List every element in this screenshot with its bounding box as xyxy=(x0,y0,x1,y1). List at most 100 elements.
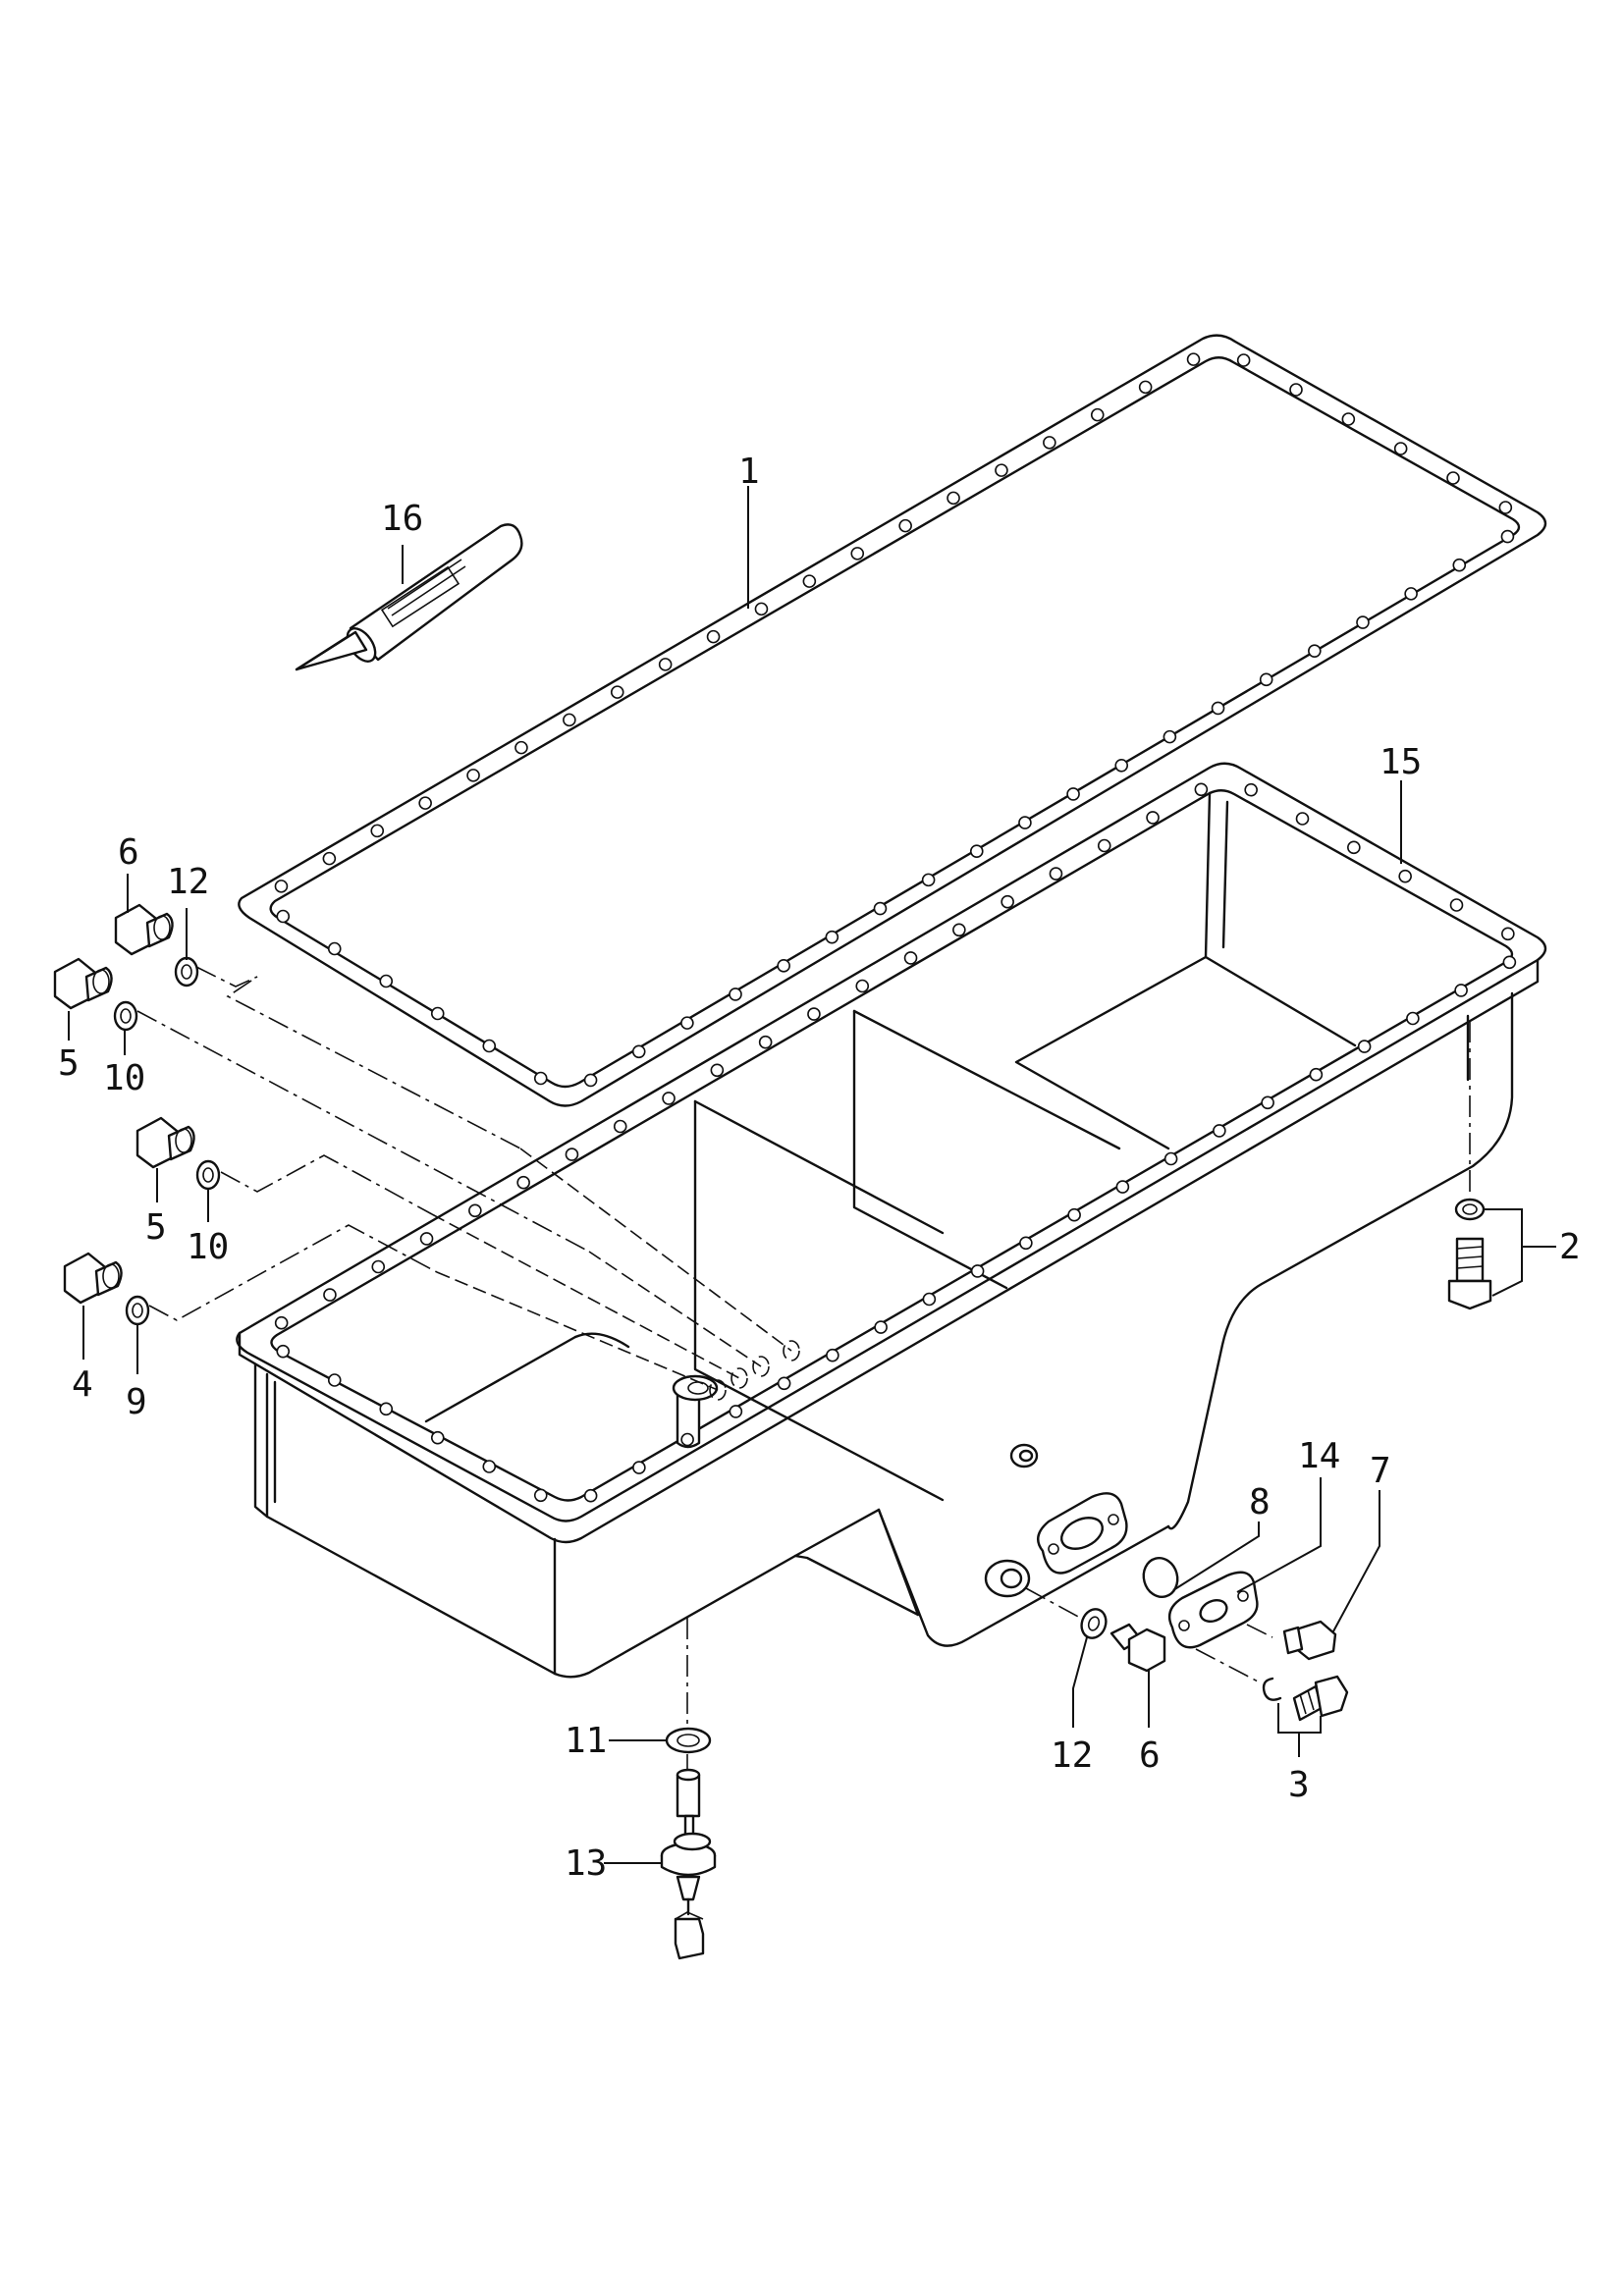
bolt-hole xyxy=(430,1430,445,1445)
callout-6-right: 6 xyxy=(1139,1735,1161,1776)
o-ring-icon xyxy=(1142,1556,1179,1599)
bolt-hole xyxy=(1114,758,1129,773)
bolt-hole xyxy=(1066,787,1080,801)
bolt-hole xyxy=(1001,894,1014,909)
bolt-hole xyxy=(1018,816,1032,829)
bolt-washer-3 xyxy=(1195,1648,1349,1722)
bolt-hole xyxy=(777,959,790,973)
callout-2: 2 xyxy=(1559,1227,1581,1267)
bolt-hole xyxy=(371,1259,386,1274)
bolt-hole xyxy=(276,1344,291,1359)
callout-15: 15 xyxy=(1380,742,1422,782)
bolt-hole xyxy=(610,685,624,699)
callout-5-top: 5 xyxy=(58,1043,80,1084)
bolt-washer-2 xyxy=(1447,1021,1492,1310)
bolt-hole xyxy=(1295,812,1310,826)
bolt-hole xyxy=(898,518,912,533)
washer-11 xyxy=(665,1727,712,1754)
bolt-hole xyxy=(1406,1011,1420,1026)
bolt-hole xyxy=(274,1315,289,1330)
bolt-hole xyxy=(274,880,289,893)
bolt-hole xyxy=(658,658,673,671)
callout-3: 3 xyxy=(1288,1765,1310,1805)
bolt-hole xyxy=(466,769,480,782)
bolt-hole xyxy=(1309,1067,1324,1082)
bolt-hole xyxy=(1090,407,1105,422)
bolt-hole xyxy=(1308,644,1322,658)
bolt-hole xyxy=(1261,1095,1274,1110)
bolt-5-top xyxy=(53,957,113,1010)
bolt-hole xyxy=(874,1320,888,1334)
bolt-4 xyxy=(63,1252,123,1305)
bolt-hole xyxy=(276,909,291,924)
bolt-hole xyxy=(1446,471,1460,485)
bolt-hole xyxy=(995,463,1008,477)
bolt-hole xyxy=(322,851,337,866)
bolt-hole xyxy=(482,1460,497,1473)
bolt-hole xyxy=(662,1092,676,1105)
bolt-hole xyxy=(873,901,888,916)
bolt-hole xyxy=(947,491,960,506)
bolt-hole xyxy=(1398,869,1412,883)
callout-9: 9 xyxy=(126,1382,147,1422)
bolt-hole xyxy=(327,941,342,956)
bolt-hole xyxy=(777,1376,791,1391)
bolt-hole xyxy=(327,1373,342,1387)
bolt-hole xyxy=(379,1402,394,1416)
bolt-hole xyxy=(1404,587,1418,601)
bolt-hole xyxy=(565,1148,579,1161)
bolt-hole xyxy=(1501,927,1515,941)
bolt-hole xyxy=(706,629,721,644)
callout-5-mid: 5 xyxy=(145,1207,167,1248)
bolt-hole xyxy=(419,1232,434,1246)
bolt-hole xyxy=(583,1488,598,1503)
callout-10-mid: 10 xyxy=(187,1227,229,1267)
plug-icon xyxy=(1246,1620,1337,1661)
washer-12-top-left xyxy=(174,956,199,988)
bolt-hole xyxy=(1289,383,1303,397)
callout-12-left: 12 xyxy=(167,862,209,902)
washer-12-right xyxy=(1080,1608,1108,1639)
callout-10-top: 10 xyxy=(103,1058,145,1098)
bolt-hole xyxy=(850,547,865,561)
oil-pan-icon xyxy=(236,762,1547,1679)
callout-16: 16 xyxy=(381,499,423,539)
bolt-hole xyxy=(583,1073,598,1088)
bolt-hole xyxy=(680,1016,694,1030)
bolt-hole xyxy=(370,824,385,838)
flange-gasket-icon xyxy=(1167,1571,1259,1649)
bolt-hole xyxy=(379,974,394,988)
bolt-hole xyxy=(1452,558,1467,572)
bolt-hole xyxy=(903,951,918,965)
bolt-hole xyxy=(802,574,817,588)
callout-11: 11 xyxy=(565,1721,607,1761)
bolt-hole xyxy=(1146,811,1160,825)
bolt-hole xyxy=(1357,1040,1372,1053)
bolt-hole xyxy=(1115,1180,1130,1194)
callout-14: 14 xyxy=(1298,1436,1340,1476)
bolt-hole xyxy=(323,1288,337,1302)
callout-1: 1 xyxy=(738,452,760,492)
washer-10-mid xyxy=(195,1159,221,1191)
callout-6-left: 6 xyxy=(118,832,139,873)
bolt-hole xyxy=(514,740,528,755)
bolt-hole xyxy=(922,1292,937,1307)
bolt-hole xyxy=(1043,436,1056,450)
bolt-hole xyxy=(1019,1236,1033,1251)
bolt-hole xyxy=(1049,867,1063,881)
bolt-hole xyxy=(1163,729,1177,744)
bolt-hole xyxy=(533,1071,548,1086)
bolt-hole xyxy=(1244,782,1258,797)
bolt-hole xyxy=(1356,615,1370,629)
bolt-hole xyxy=(1213,1124,1226,1138)
bolt-hole xyxy=(533,1488,548,1503)
bolt-hole xyxy=(680,1432,694,1447)
callout-13: 13 xyxy=(565,1843,607,1884)
bolt-hole xyxy=(758,1035,773,1049)
bolt-hole xyxy=(710,1063,725,1078)
bolt-hole xyxy=(729,988,742,1001)
bolt-hole xyxy=(952,923,966,937)
bolt-hole xyxy=(1500,529,1515,544)
bolt-hole xyxy=(1393,442,1408,455)
callout-7: 7 xyxy=(1370,1451,1391,1491)
